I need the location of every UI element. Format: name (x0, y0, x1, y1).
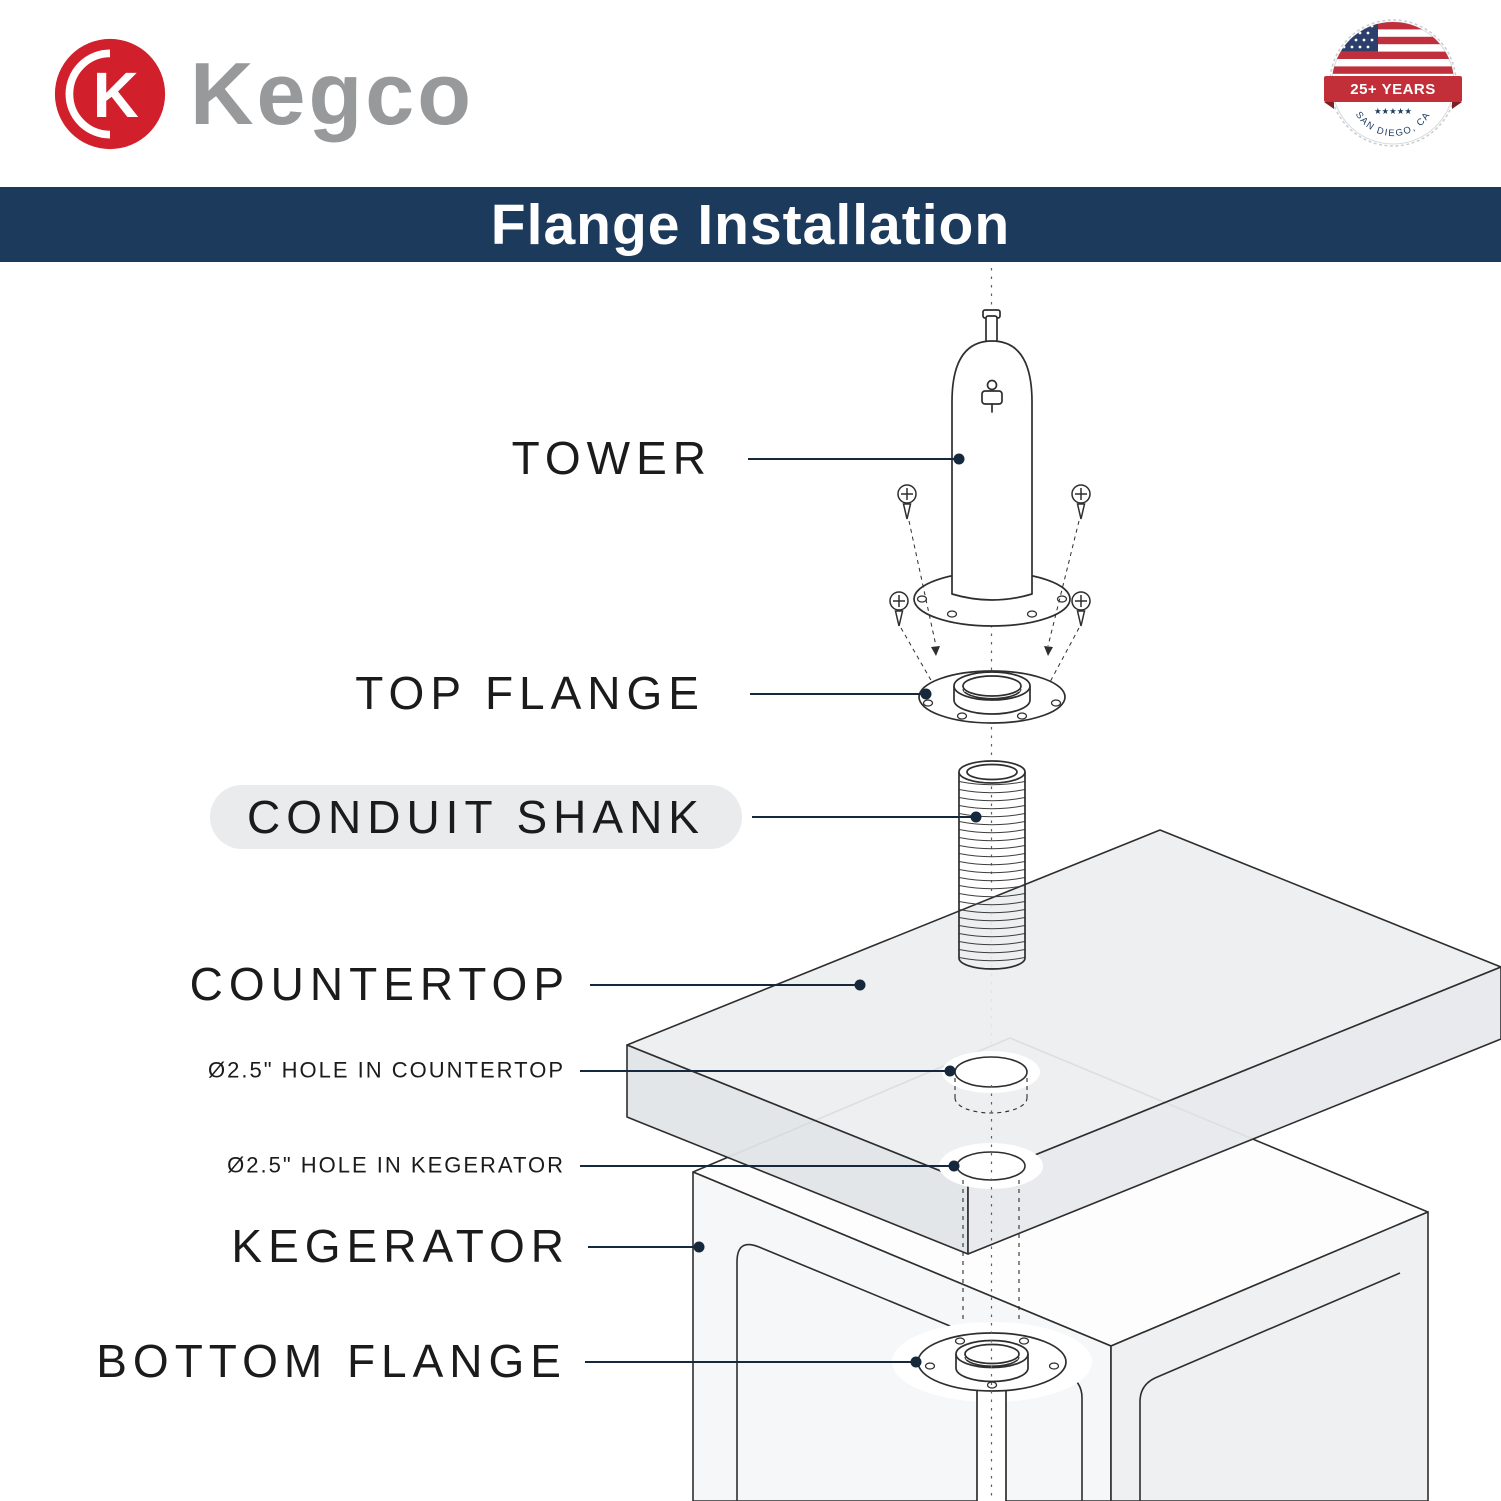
anniversary-badge: 25+ YEARS ★★★★★ SAN DIEGO, CA (1324, 19, 1462, 147)
conduit-shank-label: CONDUIT SHANK (247, 791, 705, 843)
screw-icon (889, 591, 909, 627)
top-flange-label: TOP FLANGE (355, 666, 705, 719)
tower-label: TOWER (511, 431, 712, 484)
conduit-shank-drawing (958, 760, 1026, 970)
svg-text:K: K (93, 59, 139, 131)
hole-in-countertop-label: Ø2.5" HOLE IN COUNTERTOP (208, 1057, 565, 1083)
top-flange-drawing (918, 670, 1066, 724)
badge-stars: ★★★★★ (1374, 107, 1412, 117)
svg-text:25+ YEARS: 25+ YEARS (1350, 81, 1436, 98)
countertop-hole-drawing (942, 1051, 1040, 1114)
years-ribbon: 25+ YEARS (1324, 76, 1462, 109)
conduit-shank-highlight: CONDUIT SHANK (210, 785, 742, 849)
page-title: Flange Installation (490, 192, 1011, 257)
kegerator-hole-drawing (939, 1143, 1043, 1332)
countertop-drawing (626, 829, 1501, 1255)
screw-icon (1071, 484, 1091, 520)
kegco-logo: K Kegco (52, 36, 474, 152)
screw-icon (1071, 591, 1091, 627)
bottom-flange-label: BOTTOM FLANGE (96, 1334, 567, 1387)
tower-drawing (913, 309, 1071, 627)
kegerator-label: KEGERATOR (231, 1219, 570, 1272)
hole-in-kegerator-label: Ø2.5" HOLE IN KEGERATOR (227, 1152, 565, 1178)
bottom-flange-drawing (892, 1322, 1092, 1501)
kegco-logo-icon: K (54, 38, 166, 150)
countertop-label: COUNTERTOP (189, 957, 570, 1010)
mounting-screws-drawing (889, 484, 1091, 683)
title-bar: Flange Installation (0, 187, 1501, 262)
leader-lines (580, 453, 982, 1368)
brand-name: Kegco (190, 44, 474, 143)
screw-icon (897, 484, 917, 520)
